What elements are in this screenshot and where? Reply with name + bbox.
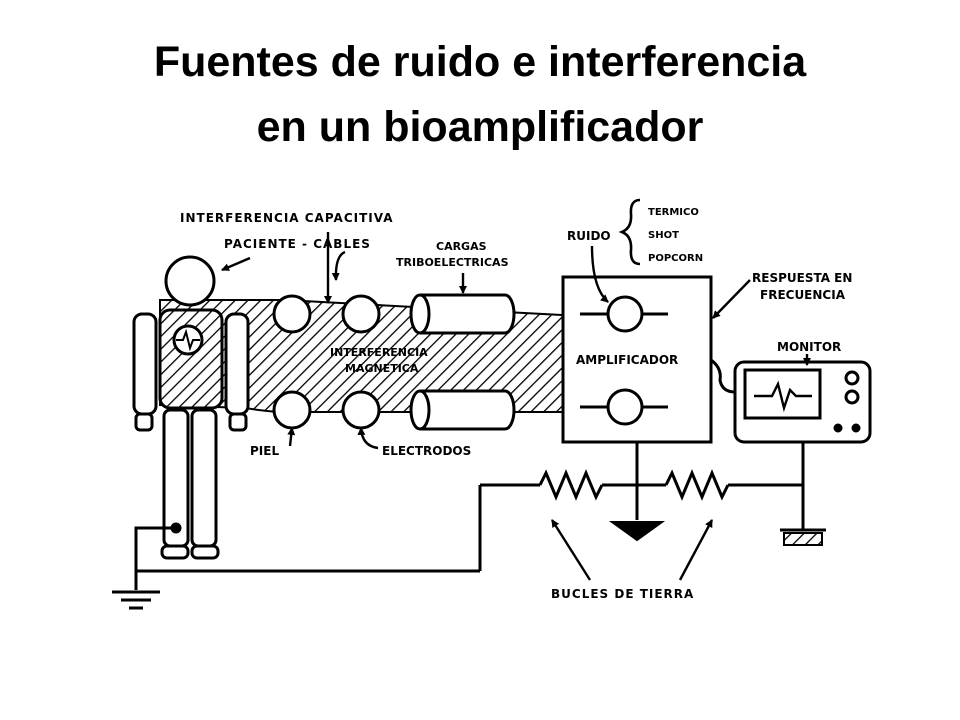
slide-title-line-1: Fuentes de ruido e interferencia: [153, 38, 807, 86]
electrode-bottom: [341, 390, 381, 430]
patient-figure: [132, 255, 250, 560]
label-noise: RUIDO: [567, 229, 611, 243]
ecg-trace-icon: [754, 380, 812, 413]
label-frequency-response-1: RESPUESTA EN: [752, 271, 852, 285]
label-capacitive-interference: INTERFERENCIA CAPACITIVA: [180, 211, 394, 225]
ground-wiring: [134, 442, 805, 590]
label-triboelectric-charges-2: TRIBOELECTRICAS: [396, 256, 509, 269]
label-monitor: MONITOR: [777, 340, 841, 354]
patient-right-arm: [224, 312, 250, 416]
skin-electrode-bottom: [272, 390, 312, 430]
label-amplifier: AMPLIFICADOR: [576, 353, 678, 367]
label-triboelectric-charges-1: CARGAS: [436, 240, 487, 253]
amplifier-monitor-cable: [710, 358, 736, 394]
monitor-knob-middle: [844, 389, 860, 405]
patient-right-leg: [190, 408, 218, 548]
label-ground-loops: BUCLES DE TIERRA: [551, 587, 694, 601]
ground-loop-resistor-left: [538, 469, 604, 501]
monitor: [733, 360, 872, 444]
patient-left-arm: [132, 312, 158, 416]
label-skin: PIEL: [250, 444, 279, 458]
cable-cylinders: [409, 293, 516, 431]
monitor-screen: [743, 368, 822, 420]
patient-torso: [158, 308, 224, 410]
ground-loop-resistor-right: [664, 469, 730, 501]
cable-cylinder-top: [420, 293, 516, 335]
cable-cylinder-bottom: [420, 389, 516, 431]
patient-right-foot: [190, 544, 220, 560]
monitor-knob-top: [844, 370, 860, 386]
skin-electrode-top: [272, 294, 312, 334]
patient-left-foot: [160, 544, 190, 560]
patient-ground-icon: [112, 590, 160, 610]
label-magnetic-interference-2: MAGNETICA: [345, 362, 419, 375]
label-noise-shot: SHOT: [648, 230, 679, 241]
patient-left-hand: [134, 412, 154, 432]
electrode-top: [341, 294, 381, 334]
patient-head: [164, 255, 216, 307]
label-leaders: [221, 232, 811, 581]
patient-right-hand: [228, 412, 248, 432]
label-frequency-response-2: FRECUENCIA: [760, 288, 846, 302]
monitor-ground-icon: [780, 528, 826, 546]
label-electrodes: ELECTRODOS: [382, 444, 471, 458]
electrode-circles: [272, 294, 381, 430]
amplifier-ground-icon: [608, 521, 666, 542]
label-noise-popcorn: POPCORN: [648, 253, 703, 264]
slide-title-line-2: en un bioamplificador: [256, 103, 704, 151]
label-noise-thermal: TERMICO: [648, 207, 699, 218]
label-magnetic-interference-1: INTERFERENCIA: [330, 346, 428, 359]
noise-types-brace: [618, 198, 641, 266]
amplifier-inputs: [580, 295, 668, 426]
label-patient-cables: PACIENTE - CABLES: [224, 237, 371, 251]
